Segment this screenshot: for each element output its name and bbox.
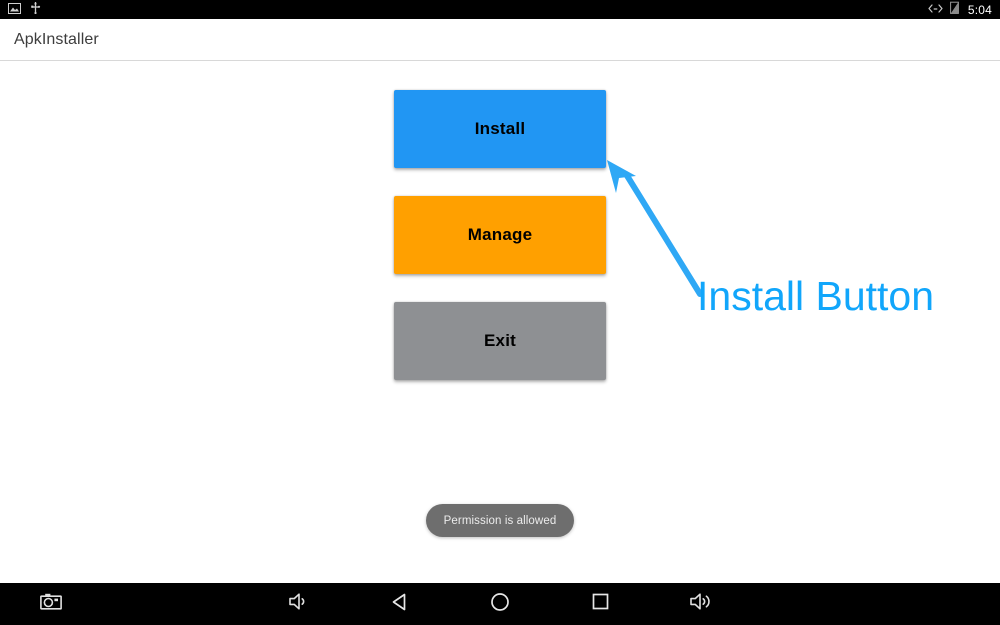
volume-up-icon <box>689 592 713 616</box>
annotation-label: Install Button <box>697 273 935 319</box>
manage-button[interactable]: Manage <box>394 196 606 274</box>
volume-up-button[interactable] <box>673 583 729 625</box>
navigation-bar <box>0 583 1000 625</box>
status-bar-clock: 5:04 <box>967 2 992 17</box>
recents-button[interactable] <box>572 583 628 625</box>
camera-icon <box>40 593 62 615</box>
screenshot-icon <box>8 1 21 19</box>
status-bar-right-icons: 5:04 <box>928 1 992 19</box>
exit-button[interactable]: Exit <box>394 302 606 380</box>
status-bar-left-icons <box>8 1 41 19</box>
screenshot-button[interactable] <box>23 583 79 625</box>
app-bar: ApkInstaller <box>0 19 1000 61</box>
usb-icon <box>30 1 41 19</box>
main-content: Install Manage Exit Install Button Permi… <box>0 62 1000 583</box>
toast-message: Permission is allowed <box>443 514 557 527</box>
back-button[interactable] <box>372 583 428 625</box>
home-circle-icon <box>490 592 510 617</box>
recents-square-icon <box>591 592 610 616</box>
toast-notification: Permission is allowed <box>426 504 574 537</box>
volume-down-button[interactable] <box>271 583 327 625</box>
home-button[interactable] <box>472 583 528 625</box>
back-triangle-icon <box>390 592 410 617</box>
battery-icon <box>949 1 959 19</box>
status-bar: 5:04 <box>0 0 1000 19</box>
usb-debugging-icon <box>928 1 943 19</box>
app-title: ApkInstaller <box>14 30 99 48</box>
install-button[interactable]: Install <box>394 90 606 168</box>
volume-down-icon <box>288 592 310 616</box>
